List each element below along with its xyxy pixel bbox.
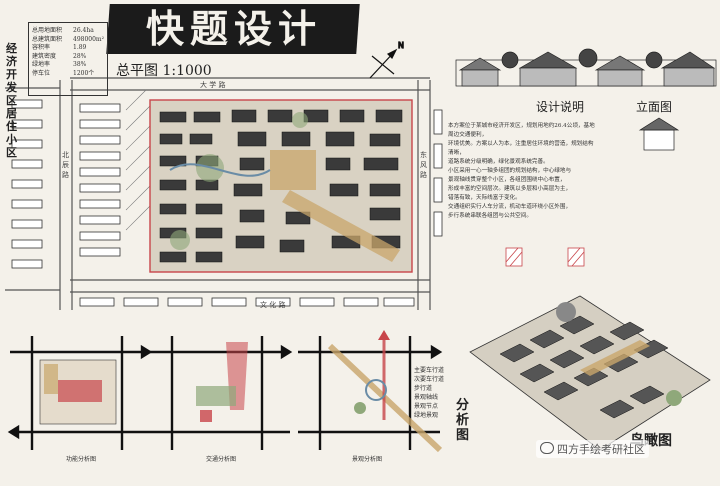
bottom-residential-blocks — [79, 297, 415, 307]
description-line: 错落有致，天际线富于变化。 — [448, 195, 521, 201]
road-label: 东 风 路 — [420, 151, 427, 179]
legend-label: 主要车行道 — [414, 367, 445, 374]
indicator-label: 总建筑面积 — [32, 35, 63, 43]
description-line: 交通组织实行人车分流，机动车道环绕小区外围， — [448, 204, 572, 210]
master-plan-title: 总平图 1:1000 — [116, 63, 212, 79]
road-label: 文 化 路 — [260, 301, 286, 309]
indicator-value: 38% — [73, 61, 87, 68]
road-label: 大 学 路 — [200, 81, 226, 89]
description-line: 小区采用一心一轴多组团的规划结构，中心绿地与 — [448, 168, 572, 174]
design-title: 设计说明 — [536, 100, 585, 114]
indicator-label: 总用地面积 — [32, 27, 63, 34]
indicator-labels: 总用地面积 总建筑面积 容积率 建筑密度 绿地率 停车位 — [32, 27, 62, 78]
left-residential-blocks — [11, 99, 121, 269]
description-line: 本方案位于某城市经济开发区，规划用地约26.4公顷，基地周边交通便利， — [448, 123, 595, 138]
north-arrow-icon: N — [369, 40, 405, 79]
indicator-values: 26.4ha 498000m² 1.89 28% 38% 1200个 — [73, 27, 104, 78]
project-name: 经济开发区居住小区 — [6, 42, 17, 159]
hatched-greens — [125, 89, 151, 231]
elevation-title: 立面图 — [636, 100, 673, 114]
legend-label: 次要车行道 — [414, 376, 445, 383]
description-line: 步行系统串联各组团与公共空间。 — [448, 213, 532, 219]
chat-icon — [540, 442, 554, 454]
legend-label: 步行道 — [414, 385, 433, 392]
description-line: 道路系统分级明确，绿化景观系统完善。 — [448, 159, 549, 165]
legend-label: 绿地景观 — [414, 412, 439, 419]
description-line: 形成丰富的空间层次。建筑以多层和小高层为主， — [448, 186, 572, 192]
analysis-caption: 功能分析图 — [66, 456, 97, 463]
analysis-landscape — [298, 336, 443, 450]
analysis-landscape-fill — [327, 330, 443, 453]
legend-label: 景观节点 — [414, 403, 439, 410]
road-label: 北 辰 路 — [62, 151, 69, 179]
legend-label: 景观轴线 — [414, 394, 439, 401]
design-description: 本方案位于某城市经济开发区，规划用地约26.4公顷，基地周边交通便利， 环境优美… — [448, 122, 598, 221]
indicator-value: 498000m² — [73, 35, 104, 43]
description-line: 环境优美。方案以人为本，注重居住环境的营造，规划结构清晰， — [448, 141, 594, 156]
analysis-label: 分析图 — [456, 398, 470, 443]
analysis-function-fill — [39, 359, 117, 425]
indicator-label: 绿地率 — [32, 61, 51, 68]
watermark-text: 四方手绘考研社区 — [557, 443, 645, 456]
indicator-value: 28% — [73, 52, 87, 60]
analysis-traffic-fill — [196, 342, 248, 422]
master-plan-core — [149, 99, 413, 273]
watermark: 四方手绘考研社区 — [536, 440, 649, 458]
legend-hatch-squares — [505, 247, 585, 267]
indicator-value: 26.4ha — [73, 27, 94, 34]
indicator-label: 建筑密度 — [32, 52, 57, 60]
analysis-caption: 交通分析图 — [206, 456, 237, 463]
landscape-legend: 主要车行道 次要车行道 步行道 景观轴线 景观节点 绿地景观 — [414, 366, 444, 420]
birdseye-view — [469, 295, 711, 451]
description-line: 景观轴线贯穿整个小区，各组团围绕中心布置， — [448, 177, 566, 183]
analysis-traffic — [150, 336, 293, 450]
sheet-title: 快题设计 — [145, 7, 322, 51]
technical-indicators-box: 总用地面积 总建筑面积 容积率 建筑密度 绿地率 停车位 26.4ha 4980… — [28, 22, 108, 96]
indicator-value: 1200个 — [73, 69, 95, 77]
svg-text:N: N — [398, 41, 404, 50]
indicator-value: 1.89 — [73, 44, 87, 51]
indicator-label: 停车位 — [32, 69, 51, 77]
indicator-label: 容积率 — [32, 44, 51, 51]
analysis-function — [7, 336, 153, 450]
elevation-sketch — [455, 48, 717, 151]
right-residential-blocks — [433, 109, 443, 237]
analysis-caption: 景观分析图 — [352, 456, 383, 463]
